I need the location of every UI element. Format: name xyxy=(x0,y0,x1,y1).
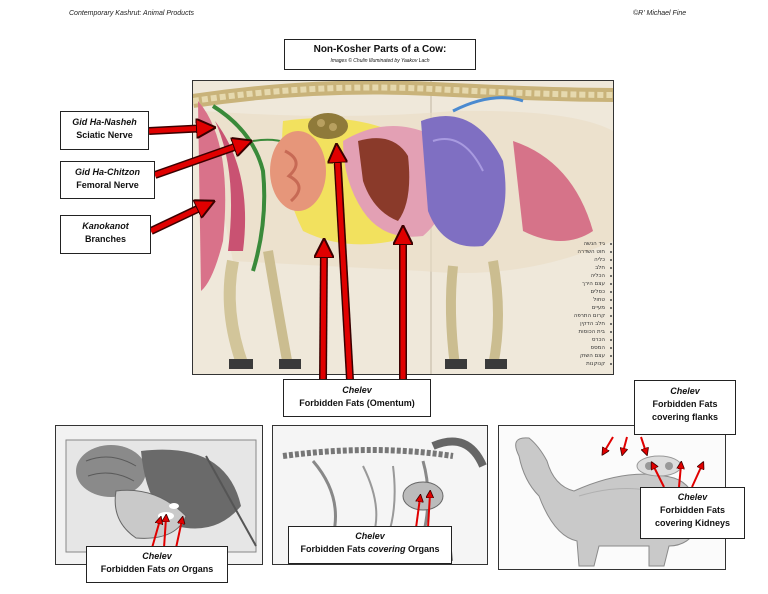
label-english-line1: Forbidden Fats xyxy=(652,399,718,409)
legend-item: המסס xyxy=(590,345,605,351)
label-english: Femoral Nerve xyxy=(76,180,139,190)
label-english-line1: Forbidden Fats xyxy=(660,505,725,515)
organs-sketch-image xyxy=(55,425,263,565)
page-title: Non-Kosher Parts of a Cow: xyxy=(313,44,447,55)
label-english-line2: covering Kidneys xyxy=(654,518,731,528)
legend-item: טחול xyxy=(593,297,605,303)
legend-item: הכליה xyxy=(590,273,605,279)
label-hebrew: Chelev xyxy=(677,492,708,502)
legend-item: כליה xyxy=(594,257,605,263)
label-hebrew: Gid Ha-Chitzon xyxy=(75,167,140,177)
label-hebrew: Chelev xyxy=(342,385,372,395)
label-kanokanot: Kanokanot Branches xyxy=(60,215,151,254)
header-right-text: ©R' Michael Fine xyxy=(633,10,687,17)
label-english: Forbidden Fats on Organs xyxy=(100,564,214,574)
label-gid-hachitzon: Gid Ha-Chitzon Femoral Nerve xyxy=(60,161,155,199)
hebrew-legend: גיד הנשה חוט השדרה כליה חלב הכליה עצם הי… xyxy=(574,240,605,368)
label-chelev-on-organs: Chelev Forbidden Fats on Organs xyxy=(86,546,228,583)
legend-item: קרום התרפה xyxy=(573,313,605,319)
label-english: Forbidden Fats covering Organs xyxy=(300,544,440,554)
label-chelev-flanks: Chelev Forbidden Fats covering flanks xyxy=(634,380,736,435)
image-credit: Images © Chulin Illuminated by Yaakov La… xyxy=(330,58,430,64)
label-hebrew: Chelev xyxy=(355,531,385,541)
label-chelev-covering-organs: Chelev Forbidden Fats covering Organs xyxy=(288,526,452,564)
label-gid-hanasheh: Gid Ha-Nasheh Sciatic Nerve xyxy=(60,111,149,150)
legend-item: מעיים xyxy=(591,305,605,311)
label-english: Sciatic Nerve xyxy=(76,130,133,140)
label-hebrew: Gid Ha-Nasheh xyxy=(72,117,137,127)
label-chelev-omentum: Chelev Forbidden Fats (Omentum) xyxy=(283,379,431,417)
label-chelev-kidneys: Chelev Forbidden Fats covering Kidneys xyxy=(640,487,745,539)
label-hebrew: Chelev xyxy=(670,386,700,396)
legend-item: כסלים xyxy=(590,289,605,295)
legend-item: קנוקנות xyxy=(586,361,605,367)
label-english: Forbidden Fats (Omentum) xyxy=(299,398,415,408)
label-hebrew: Chelev xyxy=(142,551,172,561)
legend-item: חלב הדקין xyxy=(580,321,605,327)
legend-item: עצם הירך xyxy=(582,281,605,287)
legend-item: בית הכוסות xyxy=(578,329,605,335)
legend-item: חלב xyxy=(595,265,605,271)
label-hebrew: Kanokanot xyxy=(82,221,129,231)
label-english: Branches xyxy=(84,234,127,244)
legend-item: עצם השוק xyxy=(580,353,605,359)
cow-anatomy-illustration: גיד הנשה חוט השדרה כליה חלב הכליה עצם הי… xyxy=(192,80,614,375)
legend-item: חוט השדרה xyxy=(577,249,605,255)
label-english-line2: covering flanks xyxy=(651,412,719,422)
header-left-text: Contemporary Kashrut: Animal Products xyxy=(69,10,195,17)
title-box: Non-Kosher Parts of a Cow: Images © Chul… xyxy=(284,39,476,70)
legend-item: גיד הנשה xyxy=(583,241,605,247)
legend-item: הכרס xyxy=(591,337,605,343)
